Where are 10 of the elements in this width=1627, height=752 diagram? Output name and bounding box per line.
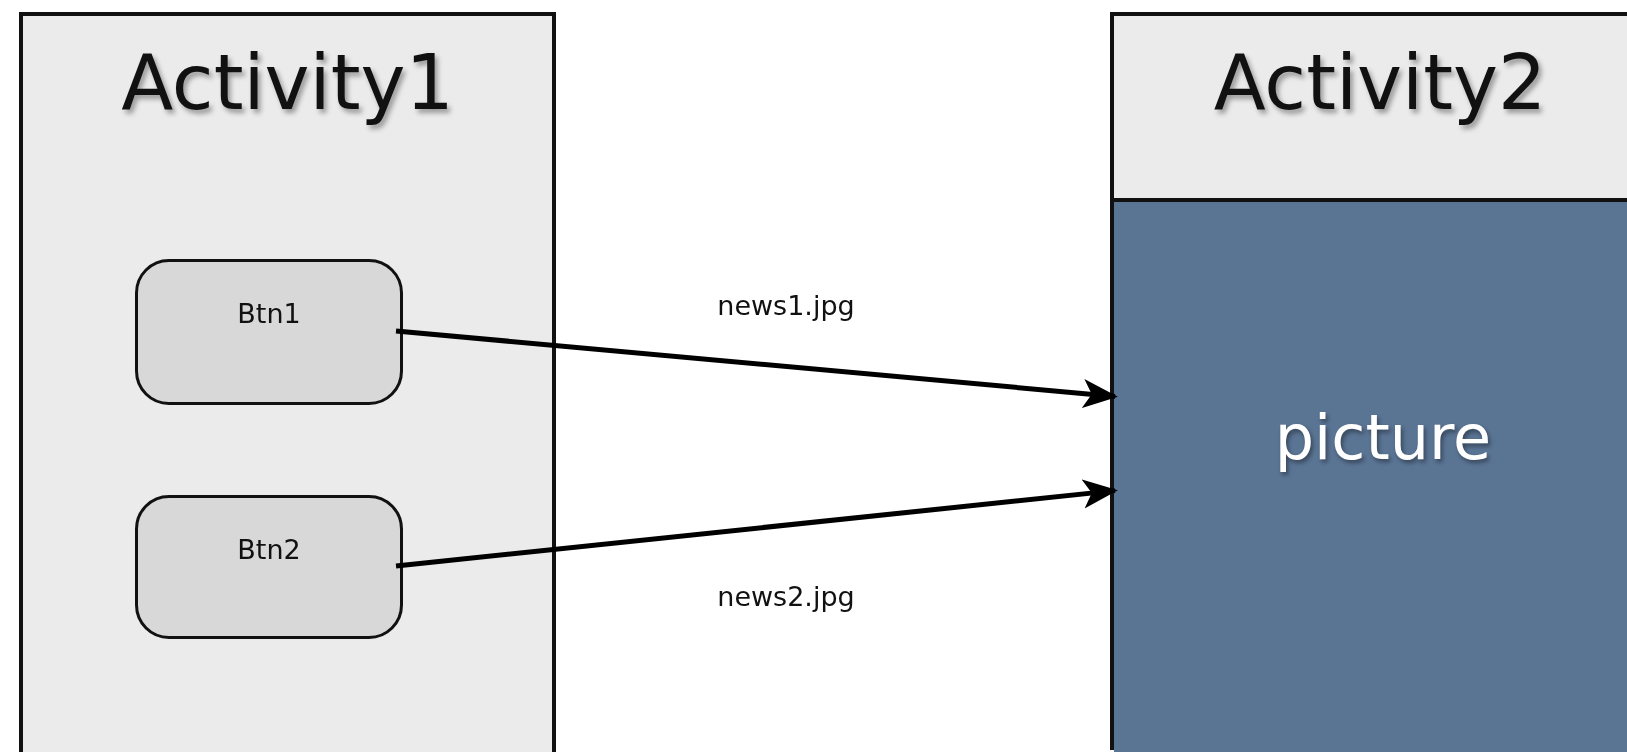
picture-label: picture bbox=[1273, 400, 1493, 474]
activity-panel bbox=[19, 12, 556, 752]
picture-area bbox=[1114, 198, 1627, 752]
button-shape bbox=[135, 259, 403, 405]
button-label: Btn1 bbox=[236, 297, 302, 329]
button-shape bbox=[135, 495, 403, 639]
activity-screen bbox=[1110, 12, 1627, 750]
activity-title: Activity1 bbox=[120, 38, 455, 128]
button-label: Btn2 bbox=[236, 533, 302, 565]
activity-title: Activity2 bbox=[1212, 38, 1548, 128]
